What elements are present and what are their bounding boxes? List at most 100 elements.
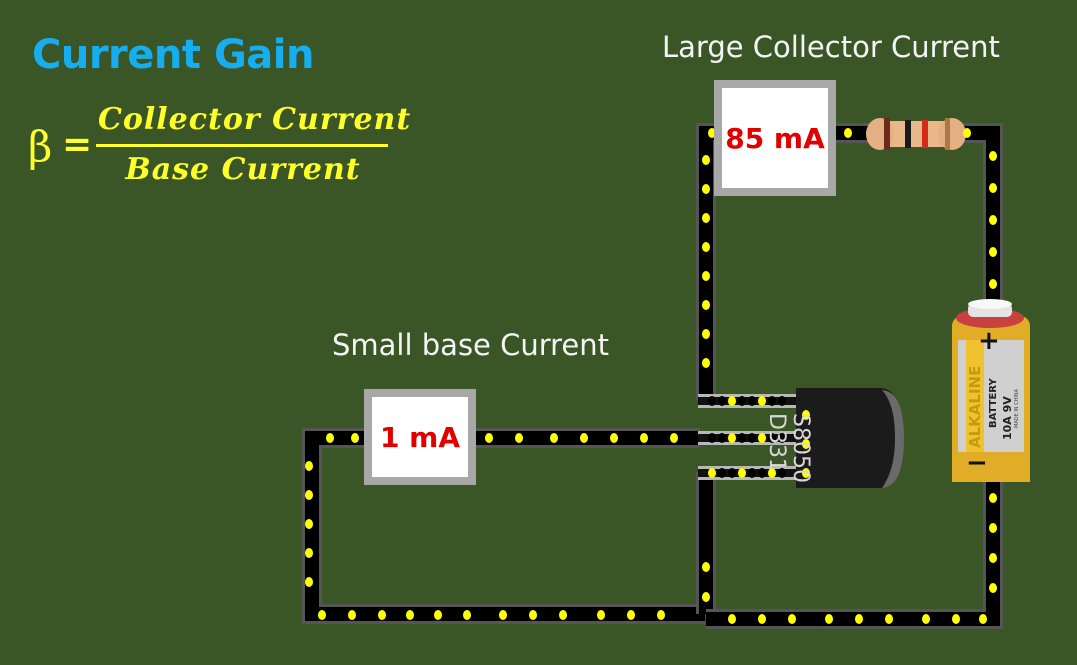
electron-dot — [702, 184, 710, 194]
electron-dot — [778, 433, 786, 443]
electron-dot — [485, 433, 493, 443]
electron-dot — [885, 614, 893, 624]
formula-denominator: Base Current — [125, 152, 361, 187]
electron-dot — [989, 151, 997, 161]
electron-dot — [748, 396, 756, 406]
electron-dot — [855, 614, 863, 624]
electron-dot — [738, 433, 746, 443]
electron-dot — [702, 213, 710, 223]
electron-dot — [708, 396, 716, 406]
electron-dot — [963, 128, 971, 138]
electron-dot — [989, 583, 997, 593]
base-ammeter: 1 mA — [364, 389, 476, 485]
electron-dot — [778, 396, 786, 406]
electron-dot — [989, 183, 997, 193]
electron-dot — [728, 433, 736, 443]
electron-dot — [708, 468, 716, 478]
electron-dot — [434, 610, 442, 620]
electron-dot — [378, 610, 386, 620]
electron-dot — [979, 614, 987, 624]
electron-dot — [922, 614, 930, 624]
electron-dot — [627, 610, 635, 620]
transistor-model: S8050 — [788, 413, 813, 483]
electron-dot — [499, 610, 507, 620]
electron-dot — [718, 396, 726, 406]
electron-dot — [326, 433, 334, 443]
electron-dot — [728, 396, 736, 406]
electron-dot — [989, 553, 997, 563]
electron-dot — [657, 610, 665, 620]
electron-dot — [318, 610, 326, 620]
fraction-bar — [96, 144, 388, 147]
electron-dot — [580, 433, 588, 443]
electron-dot — [768, 396, 776, 406]
circuit-wires — [302, 123, 1003, 629]
electron-dot — [802, 439, 810, 449]
electron-dot — [305, 548, 313, 558]
battery-brand: ALKALINE — [966, 365, 984, 448]
electron-dot — [758, 396, 766, 406]
electron-dot — [748, 468, 756, 478]
wire-collector-loop — [696, 123, 1003, 610]
transistor-marking: S8050 D331 — [764, 413, 813, 483]
battery-type: BATTERY — [988, 378, 999, 428]
electron-dot — [738, 396, 746, 406]
electron-dot — [738, 468, 746, 478]
electron-dot — [597, 610, 605, 620]
transistor-body — [796, 388, 904, 488]
electron-dot — [305, 461, 313, 471]
electron-dot — [670, 433, 678, 443]
collector-ammeter: 85 mA — [714, 80, 836, 196]
electron-dot — [305, 490, 313, 500]
electron-dot — [802, 410, 810, 420]
electron-dot — [802, 468, 810, 478]
electron-dot — [529, 610, 537, 620]
electron-dot — [406, 610, 414, 620]
transistor-code: D331 — [764, 413, 789, 472]
battery — [952, 299, 1030, 482]
electron-dot — [610, 433, 618, 443]
electron-dot — [844, 128, 852, 138]
electron-flow — [305, 128, 997, 624]
electron-dot — [758, 614, 766, 624]
battery-rating: 10A 9V — [1001, 396, 1014, 440]
formula-numerator: Collector Current — [98, 102, 412, 137]
page-title: Current Gain — [32, 32, 314, 78]
electron-dot — [989, 523, 997, 533]
resistor — [866, 118, 966, 150]
electron-dot — [702, 242, 710, 252]
electron-dot — [758, 468, 766, 478]
base-ammeter-value: 1 mA — [372, 397, 468, 477]
collector-ammeter-value: 85 mA — [722, 88, 828, 188]
battery-minus-terminal: − — [966, 448, 988, 478]
electron-dot — [702, 155, 710, 165]
electron-dot — [515, 433, 523, 443]
collector-current-label: Large Collector Current — [662, 30, 1000, 64]
electron-dot — [702, 271, 710, 281]
electron-dot — [989, 215, 997, 225]
electron-dot — [788, 614, 796, 624]
electron-dot — [989, 247, 997, 257]
equals-sign: = — [62, 124, 93, 165]
electron-dot — [702, 592, 710, 602]
electron-dot — [718, 468, 726, 478]
electron-dot — [463, 610, 471, 620]
electron-dot — [550, 433, 558, 443]
electron-dot — [702, 562, 710, 572]
electron-dot — [305, 577, 313, 587]
electron-dot — [825, 614, 833, 624]
electron-dot — [728, 468, 736, 478]
electron-dot — [351, 433, 359, 443]
battery-origin: MADE IN CHINA — [1014, 388, 1020, 428]
electron-dot — [702, 300, 710, 310]
base-current-label: Small base Current — [332, 328, 610, 362]
electron-dot — [702, 358, 710, 368]
electron-dot — [702, 329, 710, 339]
electron-dot — [305, 519, 313, 529]
electron-dot — [758, 433, 766, 443]
electron-dot — [952, 614, 960, 624]
electron-dot — [348, 610, 356, 620]
electron-dot — [989, 493, 997, 503]
electron-dot — [718, 433, 726, 443]
